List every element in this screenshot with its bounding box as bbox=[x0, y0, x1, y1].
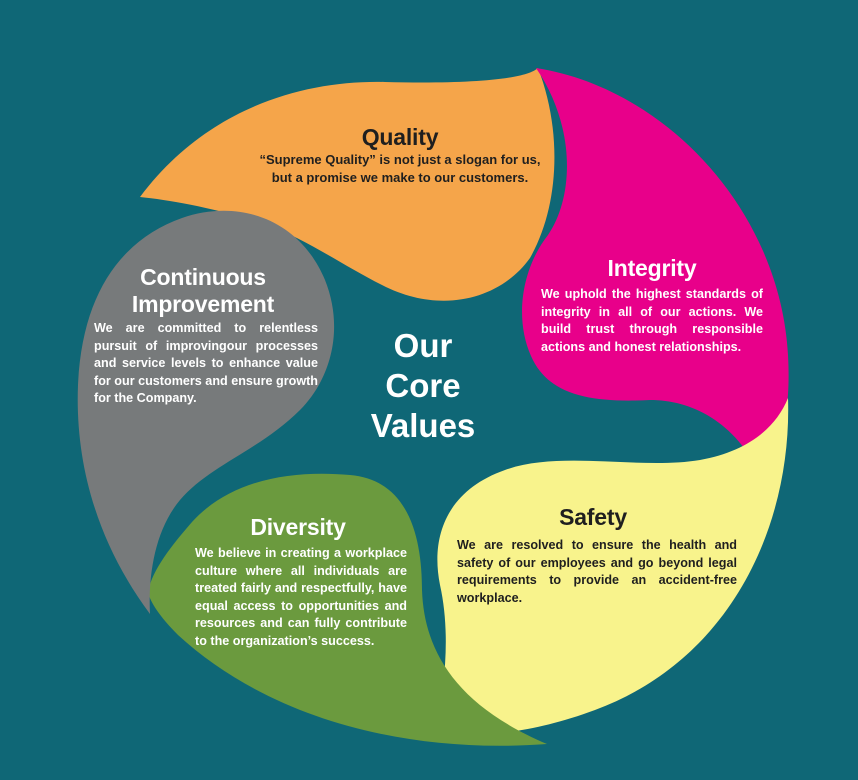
continuous-improvement-title-line1: Continuous bbox=[140, 264, 266, 290]
continuous-improvement-title-line2: Improvement bbox=[131, 291, 275, 317]
petal-quality bbox=[140, 68, 555, 301]
safety-description: We are resolved to ensure the health and… bbox=[457, 538, 737, 605]
safety-label: Safety We are resolved to ensure the hea… bbox=[457, 504, 737, 607]
quality-description-line1: “Supreme Quality” is not just a slogan f… bbox=[259, 152, 541, 167]
integrity-description: We uphold the highest standards of integ… bbox=[541, 287, 763, 354]
petal-safety bbox=[436, 398, 789, 735]
center-title-line2: Core bbox=[385, 367, 461, 404]
petal-diversity bbox=[148, 473, 547, 746]
quality-label: Quality “Supreme Quality” is not just a … bbox=[230, 124, 570, 186]
continuous-improvement-description: We are committed to relentless pursuit o… bbox=[94, 321, 318, 405]
safety-title: Safety bbox=[559, 504, 627, 530]
petal-integrity bbox=[522, 68, 789, 478]
continuous-improvement-label: Continuous Improvement We are committed … bbox=[94, 264, 318, 408]
petal-continuous-improvement bbox=[77, 210, 335, 614]
center-title-line3: Values bbox=[370, 407, 476, 444]
integrity-title: Integrity bbox=[607, 255, 697, 281]
diversity-title: Diversity bbox=[250, 514, 346, 540]
quality-description-line2: but a promise we make to our customers. bbox=[271, 169, 529, 185]
center-title-line1: Our bbox=[393, 327, 453, 364]
quality-title: Quality bbox=[361, 124, 439, 150]
diversity-description: We believe in creating a workplace cultu… bbox=[195, 546, 407, 648]
integrity-label: Integrity We uphold the highest standard… bbox=[541, 255, 763, 356]
diversity-label: Diversity We believe in creating a workp… bbox=[195, 514, 407, 650]
center-title: Our Core Values bbox=[333, 326, 513, 446]
